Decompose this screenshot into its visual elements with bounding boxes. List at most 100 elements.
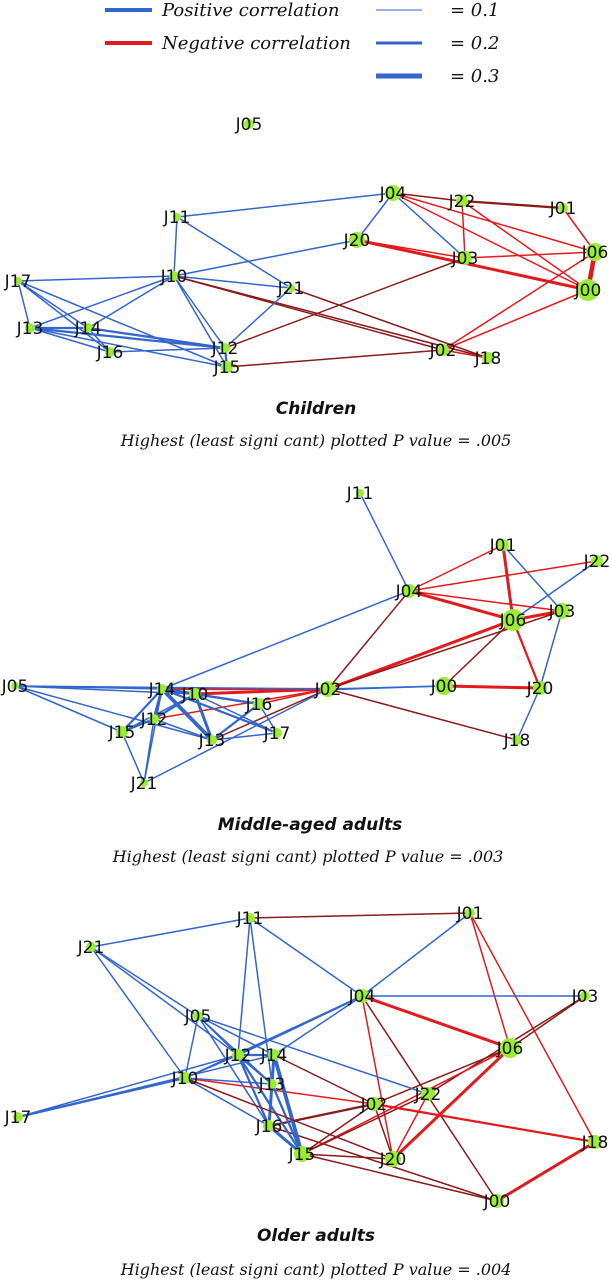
node-j15 [221, 361, 233, 373]
node-j18 [512, 735, 522, 745]
edge-j22-j01 [460, 199, 565, 210]
legend-width-label-1: = 0.1 [450, 0, 499, 21]
edge-j10-j18 [173, 275, 489, 359]
node-j22 [421, 1087, 435, 1101]
edge-j13-j16 [267, 1082, 274, 1128]
edge-j03-j06 [464, 251, 596, 259]
edge-j15-j21 [121, 731, 145, 784]
edge-j05-j22 [197, 1015, 429, 1095]
edge-j14-j15 [272, 1053, 304, 1156]
edge-j14-j17 [160, 687, 279, 735]
edge-j01-j06 [501, 543, 515, 622]
edge-j01-j04 [408, 544, 504, 592]
edge-j06-j20 [511, 618, 542, 690]
node-label-j15: J15 [108, 723, 136, 743]
node-label-j12: J12 [211, 339, 239, 359]
node-label-j02: J02 [360, 1095, 388, 1115]
node-label-j22: J22 [414, 1085, 442, 1105]
edge-j10-j15 [121, 693, 196, 733]
edge-j14-j12 [86, 326, 227, 350]
node-label-j21: J21 [277, 279, 305, 299]
node-j03 [554, 603, 570, 619]
node-j18 [588, 1135, 602, 1149]
node-j04 [385, 185, 401, 201]
edge-j01-j18 [469, 912, 596, 1143]
node-j21 [140, 779, 148, 787]
node-label-j05: J05 [1, 677, 29, 697]
node-j01 [497, 539, 509, 551]
node-j14 [268, 1049, 280, 1061]
node-j14 [83, 323, 93, 333]
node-label-j14: J14 [148, 680, 176, 700]
node-label-j20: J20 [343, 231, 371, 251]
edge-j21-j10 [90, 946, 186, 1079]
edge-j05-j16 [197, 1015, 270, 1127]
edge-j02-j16 [267, 1102, 376, 1128]
node-j04 [355, 989, 369, 1003]
edge-j12-j13 [153, 718, 213, 741]
node-label-j17: J17 [263, 724, 291, 744]
edge-j14-j16 [87, 327, 111, 353]
edge-j01-j06 [562, 207, 596, 253]
edge-j17-j14 [17, 1054, 275, 1118]
node-j02 [320, 681, 336, 697]
node-label-j02: J02 [429, 341, 457, 361]
node-j06 [502, 609, 524, 631]
node-label-j04: J04 [379, 184, 407, 204]
edge-j21-j18 [290, 287, 489, 359]
edge-j00-j20 [442, 684, 542, 690]
node-label-j05: J05 [184, 1007, 212, 1027]
edge-j06-j02 [326, 618, 515, 691]
edge-j05-j13 [14, 685, 213, 741]
node-j00 [490, 1194, 504, 1208]
node-j10 [169, 271, 179, 281]
edge-j13-j12 [28, 326, 227, 350]
edge-j22-j04 [408, 560, 598, 592]
edge-j22-j06 [512, 560, 598, 621]
edge-j04-j03 [392, 192, 466, 259]
node-label-j00: J00 [574, 281, 602, 301]
node-j04 [402, 584, 416, 598]
node-label-j16: J16 [255, 1117, 283, 1137]
panel-title-children: Children [276, 399, 356, 419]
edge-j18-j00 [495, 1140, 597, 1203]
node-j03 [458, 251, 472, 265]
node-j12 [149, 714, 159, 724]
edge-j10-j15 [173, 275, 228, 368]
edge-j01-j04 [361, 912, 471, 997]
node-j05 [193, 1011, 203, 1021]
node-j16 [263, 1120, 275, 1132]
node-j00 [577, 279, 599, 301]
edge-j16-j12 [109, 347, 226, 353]
edges [17, 192, 598, 369]
edge-j02-j18 [327, 688, 518, 741]
node-label-j16: J16 [96, 343, 124, 363]
edge-j02-j20 [373, 1103, 394, 1160]
node-label-j01: J01 [456, 904, 484, 924]
edge-j00-j15 [301, 1153, 498, 1202]
node-j20 [533, 681, 547, 695]
node-label-j03: J03 [451, 249, 479, 269]
edge-j22-j00 [461, 200, 589, 291]
legend: Positive correlation Negative correlatio… [105, 0, 499, 87]
edge-j04-j11 [176, 192, 394, 218]
edge-j02-j15 [301, 1103, 375, 1155]
node-j01 [558, 203, 568, 213]
edge-j04-j06 [407, 589, 515, 622]
edge-j20-j10 [173, 239, 358, 277]
edge-j10-j13 [193, 692, 214, 742]
legend-positive-label: Positive correlation [161, 0, 339, 21]
node-j06 [500, 1038, 520, 1058]
edge-j01-j06 [469, 912, 511, 1049]
edge-j05-j02 [14, 685, 329, 690]
node-j02 [437, 344, 449, 356]
edge-j14-j15 [120, 687, 164, 734]
node-label-j15: J15 [213, 358, 241, 378]
legend-width-label-2: = 0.2 [450, 33, 499, 54]
node-j16 [105, 347, 115, 357]
edge-j17-j15 [17, 280, 228, 368]
node-label-j20: J20 [379, 1150, 407, 1170]
edge-j06-j20 [391, 1046, 512, 1161]
